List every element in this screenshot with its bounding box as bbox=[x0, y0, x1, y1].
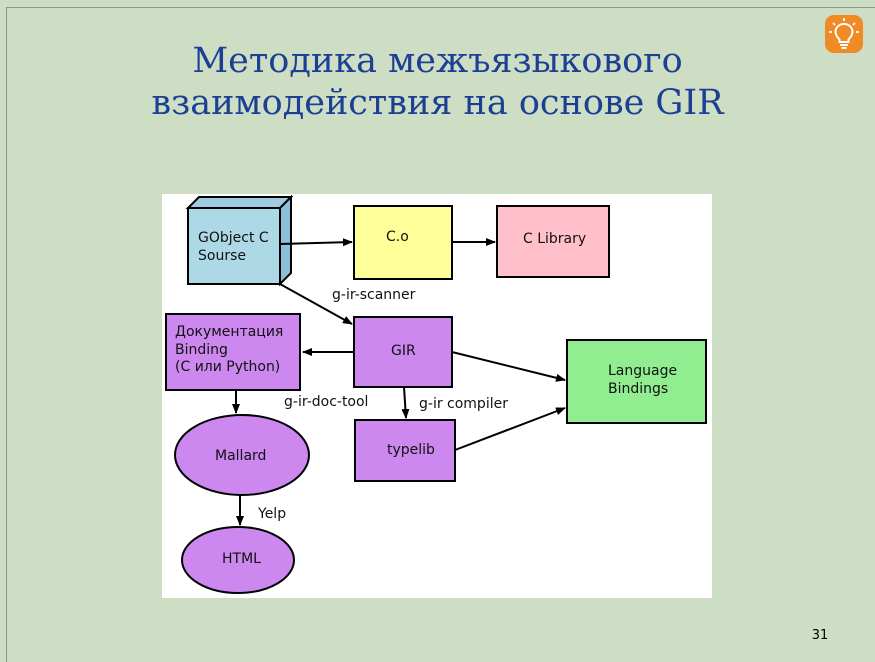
edge-label-scanner: g-ir-scanner bbox=[332, 287, 416, 303]
edge-gir-lang bbox=[451, 351, 566, 382]
typelib-label: typelib bbox=[387, 442, 435, 458]
title-line-2: взаимодействия на основе GIR bbox=[151, 83, 724, 123]
doc-label-3: (C или Python) bbox=[175, 359, 280, 375]
gobject-label-2: Sourse bbox=[198, 248, 246, 264]
node-c-object: C.o bbox=[353, 205, 453, 280]
edge-label-doctool: g-ir-doc-tool bbox=[284, 394, 368, 410]
clib-label: C Library bbox=[523, 231, 586, 247]
gir-diagram: GObject C Sourse C.o C Library GIR Докум… bbox=[162, 194, 712, 598]
title-line-1: Методика межъязыкового bbox=[192, 41, 683, 81]
edge-label-yelp: Yelp bbox=[257, 506, 286, 522]
slide-title: Методика межъязыкового взаимодействия на… bbox=[0, 40, 875, 124]
edge-gobject-co bbox=[279, 238, 353, 247]
doc-label-1: Документация bbox=[175, 324, 283, 340]
doc-label-2: Binding bbox=[175, 342, 228, 358]
co-label: C.o bbox=[386, 229, 409, 245]
edge-label-compiler: g-ir compiler bbox=[419, 396, 508, 412]
lightbulb-icon[interactable] bbox=[825, 15, 863, 53]
edge-gobject-gir bbox=[279, 283, 353, 325]
html-label: HTML bbox=[222, 551, 261, 567]
node-mallard: Mallard bbox=[174, 414, 310, 496]
page-number: 31 bbox=[811, 628, 829, 643]
slide-frame bbox=[6, 7, 875, 662]
edge-typelib-lang bbox=[454, 407, 566, 451]
edge-gir-typelib bbox=[401, 386, 410, 419]
gir-diagram-svg: GObject C Sourse C.o C Library GIR Докум… bbox=[165, 194, 707, 594]
node-html: HTML bbox=[181, 526, 295, 594]
lang-label-1: Language bbox=[608, 363, 677, 379]
lang-label-2: Bindings bbox=[608, 381, 668, 397]
mallard-label: Mallard bbox=[215, 448, 266, 464]
node-gobject-source: GObject C Sourse bbox=[185, 194, 294, 287]
node-gir: GIR bbox=[353, 316, 453, 388]
node-doc-binding: Документация Binding (C или Python) bbox=[165, 313, 301, 391]
lightbulb-icon-glyph bbox=[829, 18, 859, 49]
gir-label: GIR bbox=[391, 343, 416, 359]
gobject-label-1: GObject C bbox=[198, 230, 269, 246]
node-language-bindings: Language Bindings bbox=[566, 339, 707, 424]
node-typelib: typelib bbox=[354, 419, 456, 482]
node-c-library: C Library bbox=[496, 205, 610, 278]
